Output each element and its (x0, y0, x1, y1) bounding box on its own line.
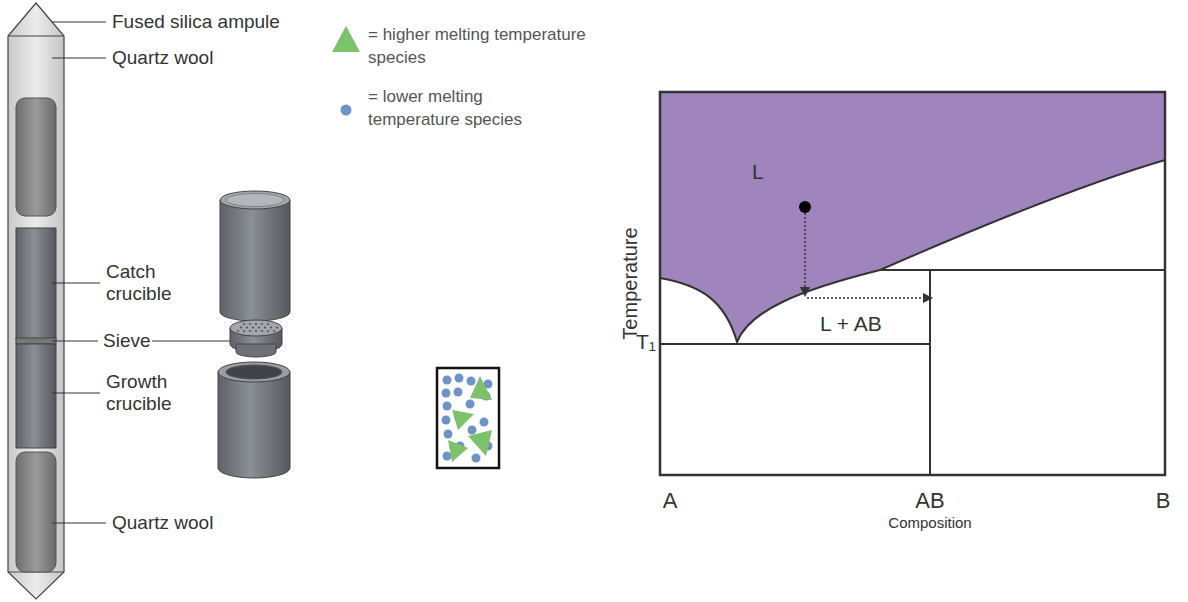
low-melt-particle (468, 426, 477, 435)
sieve-hole (240, 326, 242, 328)
low-melt-particle (466, 400, 475, 409)
axis-title: Composition (888, 514, 971, 531)
growth-crucible (218, 362, 290, 478)
high-melt-particle (470, 376, 492, 400)
low-melt-particle (467, 377, 476, 386)
legend-dot (341, 105, 352, 116)
low-melt-particle (455, 374, 464, 383)
low-melt-particle (442, 416, 451, 425)
part-label: Sieve (103, 330, 151, 352)
sieve-hole (249, 330, 251, 332)
sieve-hole (243, 323, 245, 325)
axis-tick-label: A (663, 488, 678, 513)
leader-lines (52, 22, 230, 523)
ampule (8, 3, 64, 599)
phase-diagram (660, 92, 1165, 475)
sieve-hole (261, 330, 263, 332)
axis-tick-label: AB (915, 488, 944, 513)
low-melt-particle (442, 389, 451, 398)
sieve-hole (255, 323, 257, 325)
sieve-hole (237, 330, 239, 332)
low-melt-particle (480, 418, 489, 427)
charge-box (437, 368, 499, 468)
sieve-hole (267, 323, 269, 325)
sieve-hole (252, 326, 254, 328)
low-melt-particle (443, 402, 452, 411)
sieve (230, 320, 282, 357)
sieve-hole (273, 330, 275, 332)
sieve-hole (264, 326, 266, 328)
low-melt-particle (454, 388, 463, 397)
sieve-hole (246, 326, 248, 328)
sieve-hole (261, 323, 263, 325)
part-label: Growth crucible (106, 371, 218, 415)
high-melt-particle (448, 440, 468, 462)
part-label: Fused silica ampule (112, 11, 280, 33)
sieve-hole (258, 326, 260, 328)
axis-title: Temperature (619, 227, 642, 339)
sieve-hole (249, 323, 251, 325)
sieve-hole (243, 330, 245, 332)
phase-label: L (752, 160, 764, 184)
legend-triangle (332, 26, 360, 52)
part-label: Quartz wool (112, 47, 213, 69)
part-label: Quartz wool (112, 512, 213, 534)
legend-text: = lower melting temperature species (368, 86, 568, 132)
low-melt-particle (443, 452, 452, 461)
sieve-hole (267, 330, 269, 332)
low-melt-particle (472, 454, 481, 463)
axis-tick-label: B (1156, 488, 1171, 513)
low-melt-particle (444, 430, 453, 439)
sieve-hole (270, 326, 272, 328)
part-label: Catch crucible (106, 261, 218, 305)
legend-text: = higher melting temperature species (368, 24, 608, 70)
low-melt-particle (443, 376, 452, 385)
catch-crucible (220, 191, 290, 321)
phase-label: L + AB (820, 312, 882, 336)
sieve-hole (255, 330, 257, 332)
high-melt-particle (452, 410, 474, 430)
high-melt-particle (468, 430, 492, 456)
sieve-hole (276, 326, 278, 328)
